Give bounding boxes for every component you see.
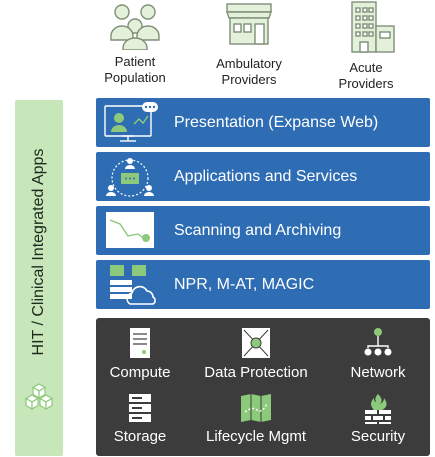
network-label: Network — [350, 364, 406, 381]
patient-population-label: Patient Population — [104, 54, 166, 85]
server-icon — [130, 328, 150, 358]
ambulatory-providers: Ambulatory Providers — [194, 0, 304, 88]
ambulatory-providers-label: Ambulatory Providers — [216, 56, 282, 87]
hit-clinical-apps-bar: HIT / Clinical Integrated Apps — [15, 100, 63, 456]
acute-providers: Acute Providers — [311, 0, 421, 92]
layer-presentation-label: Presentation (Expanse Web) — [174, 114, 379, 131]
hospital-icon — [351, 1, 395, 53]
document-chart-icon — [106, 212, 154, 248]
layer-npr-label: NPR, M-AT, MAGIC — [174, 276, 315, 293]
infrastructure-panel: Compute Data Protection Network Storage — [96, 318, 430, 456]
firewall-icon — [365, 394, 391, 424]
network-cell: Network — [332, 326, 424, 381]
server-cloud-icon — [110, 265, 156, 305]
security-cell: Security — [332, 392, 424, 445]
compute-cell: Compute — [96, 326, 184, 381]
network-icon — [364, 328, 392, 356]
people-icon — [110, 4, 160, 50]
data-protection-label: Data Protection — [204, 364, 308, 381]
layer-applications-label: Applications and Services — [174, 168, 358, 185]
acute-providers-label: Acute Providers — [338, 60, 394, 91]
lifecycle-cell: Lifecycle Mgmt — [186, 392, 326, 445]
layer-npr: NPR, M-AT, MAGIC — [96, 260, 430, 309]
cubes-icon — [24, 383, 54, 411]
layer-applications: Applications and Services — [96, 152, 430, 201]
layer-presentation: Presentation (Expanse Web) — [96, 98, 430, 147]
apps-network-icon — [106, 158, 154, 197]
data-protection-cell: Data Protection — [186, 326, 326, 381]
layer-scanning-label: Scanning and Archiving — [174, 222, 342, 239]
hit-clinical-apps-label: HIT / Clinical Integrated Apps — [30, 148, 47, 356]
lifecycle-label: Lifecycle Mgmt — [205, 428, 307, 445]
patient-population: Patient Population — [80, 0, 190, 86]
web-presenter-icon — [104, 102, 158, 142]
vault-icon — [242, 328, 270, 358]
storage-cell: Storage — [96, 392, 184, 445]
storage-label: Storage — [113, 428, 167, 445]
compute-label: Compute — [109, 364, 171, 381]
clinic-icon — [226, 3, 272, 45]
map-icon — [241, 394, 271, 422]
layer-scanning: Scanning and Archiving — [96, 206, 430, 255]
storage-icon — [129, 394, 151, 422]
security-label: Security — [350, 428, 406, 445]
